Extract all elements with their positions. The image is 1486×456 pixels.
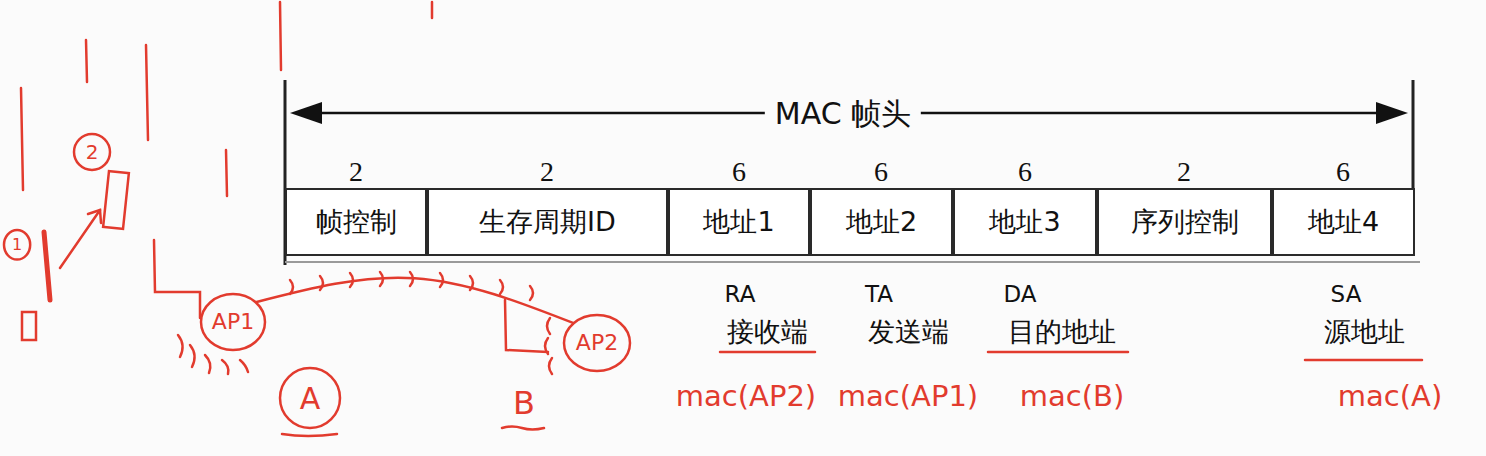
move-arrow xyxy=(60,210,100,268)
sketch-text: 2 xyxy=(86,141,99,163)
address-abbrev: DA xyxy=(1003,282,1036,307)
field-box: 地址1 xyxy=(668,188,810,256)
wall-line xyxy=(226,150,227,196)
field-size: 2 xyxy=(540,157,554,188)
move-arrow-head xyxy=(88,210,101,223)
field-name: 地址1 xyxy=(703,207,774,237)
sketch-circle: A xyxy=(278,366,342,430)
field-name: 地址2 xyxy=(846,207,917,237)
frame-shadow xyxy=(285,261,1420,263)
signal-hatch xyxy=(549,358,552,374)
sketch-text: A xyxy=(300,382,321,415)
arrow-head xyxy=(1376,102,1408,124)
handwritten-note: mac(AP1) xyxy=(838,381,978,413)
signal-hatch xyxy=(530,286,533,300)
signal-hatch xyxy=(545,338,548,354)
address-role: 源地址 xyxy=(1324,317,1405,347)
signal-hatch xyxy=(205,355,210,373)
signal-hatch xyxy=(320,276,323,290)
field-box: 帧控制 xyxy=(285,188,427,256)
field-box: 序列控制 xyxy=(1097,188,1272,256)
handwritten-note: mac(AP2) xyxy=(676,381,816,413)
wall-line xyxy=(146,45,148,140)
underline xyxy=(282,434,337,436)
sketch-text: AP1 xyxy=(212,310,254,334)
signal-hatch xyxy=(190,345,195,367)
signal-hatch xyxy=(500,280,503,294)
field-size: 2 xyxy=(349,157,363,188)
signal-hatch xyxy=(240,360,248,372)
wall-line xyxy=(431,2,434,18)
address-abbrev: RA xyxy=(725,282,756,307)
address-abbrev: TA xyxy=(865,282,893,307)
circle-outline xyxy=(280,368,340,428)
address-abbrev: SA xyxy=(1331,282,1362,307)
ap-tower xyxy=(154,240,200,318)
field-size: 6 xyxy=(874,157,888,188)
sketch-circle: 1 xyxy=(2,228,32,262)
sketch-circle: AP1 xyxy=(199,292,267,352)
handwritten-note: mac(A) xyxy=(1338,381,1442,413)
underline xyxy=(1305,359,1422,362)
circle-outline xyxy=(4,230,30,260)
wall-line xyxy=(21,88,23,190)
header-span-label: MAC 帧头 xyxy=(765,97,921,130)
address-role: 发送端 xyxy=(868,317,949,347)
sketch-circle: AP2 xyxy=(562,313,632,373)
signal-hatch xyxy=(222,360,228,374)
signal-hatch xyxy=(178,335,183,357)
device-sketch xyxy=(22,312,36,340)
field-box: 地址2 xyxy=(810,188,953,256)
device-sketch xyxy=(103,171,129,229)
underline xyxy=(502,427,544,430)
field-size: 2 xyxy=(1177,157,1191,188)
address-role: 接收端 xyxy=(727,317,808,347)
person-mark xyxy=(44,232,50,300)
sketch-circle: 2 xyxy=(72,132,112,172)
frame-bar xyxy=(1412,80,1415,190)
field-name: 序列控制 xyxy=(1131,207,1239,237)
wall-line xyxy=(280,2,281,70)
circle-outline xyxy=(74,134,110,170)
wall-line xyxy=(86,40,87,82)
field-size: 6 xyxy=(1336,157,1350,188)
field-name: 帧控制 xyxy=(316,207,397,237)
sketch-text: AP2 xyxy=(576,331,618,355)
circle-outline xyxy=(564,315,630,371)
address-role: 目的地址 xyxy=(1008,317,1116,347)
field-box: 地址3 xyxy=(953,188,1097,256)
signal-hatch xyxy=(547,318,550,334)
station-label: B xyxy=(513,386,535,421)
field-name: 地址3 xyxy=(989,207,1060,237)
sketch-text: 1 xyxy=(12,236,22,254)
ap-tower xyxy=(505,300,548,352)
underline xyxy=(720,351,815,354)
signal-link xyxy=(256,278,574,324)
arrow-head xyxy=(290,102,322,124)
field-name: 生存周期ID xyxy=(479,207,616,237)
circle-outline xyxy=(201,294,265,350)
field-box: 地址4 xyxy=(1272,188,1415,256)
field-size: 6 xyxy=(1018,157,1032,188)
underline xyxy=(988,351,1128,354)
field-box: 生存周期ID xyxy=(427,188,668,256)
field-size: 6 xyxy=(732,157,746,188)
hand-sketch xyxy=(21,2,1422,436)
handwritten-note: mac(B) xyxy=(1020,381,1125,413)
field-name: 地址4 xyxy=(1308,207,1379,237)
